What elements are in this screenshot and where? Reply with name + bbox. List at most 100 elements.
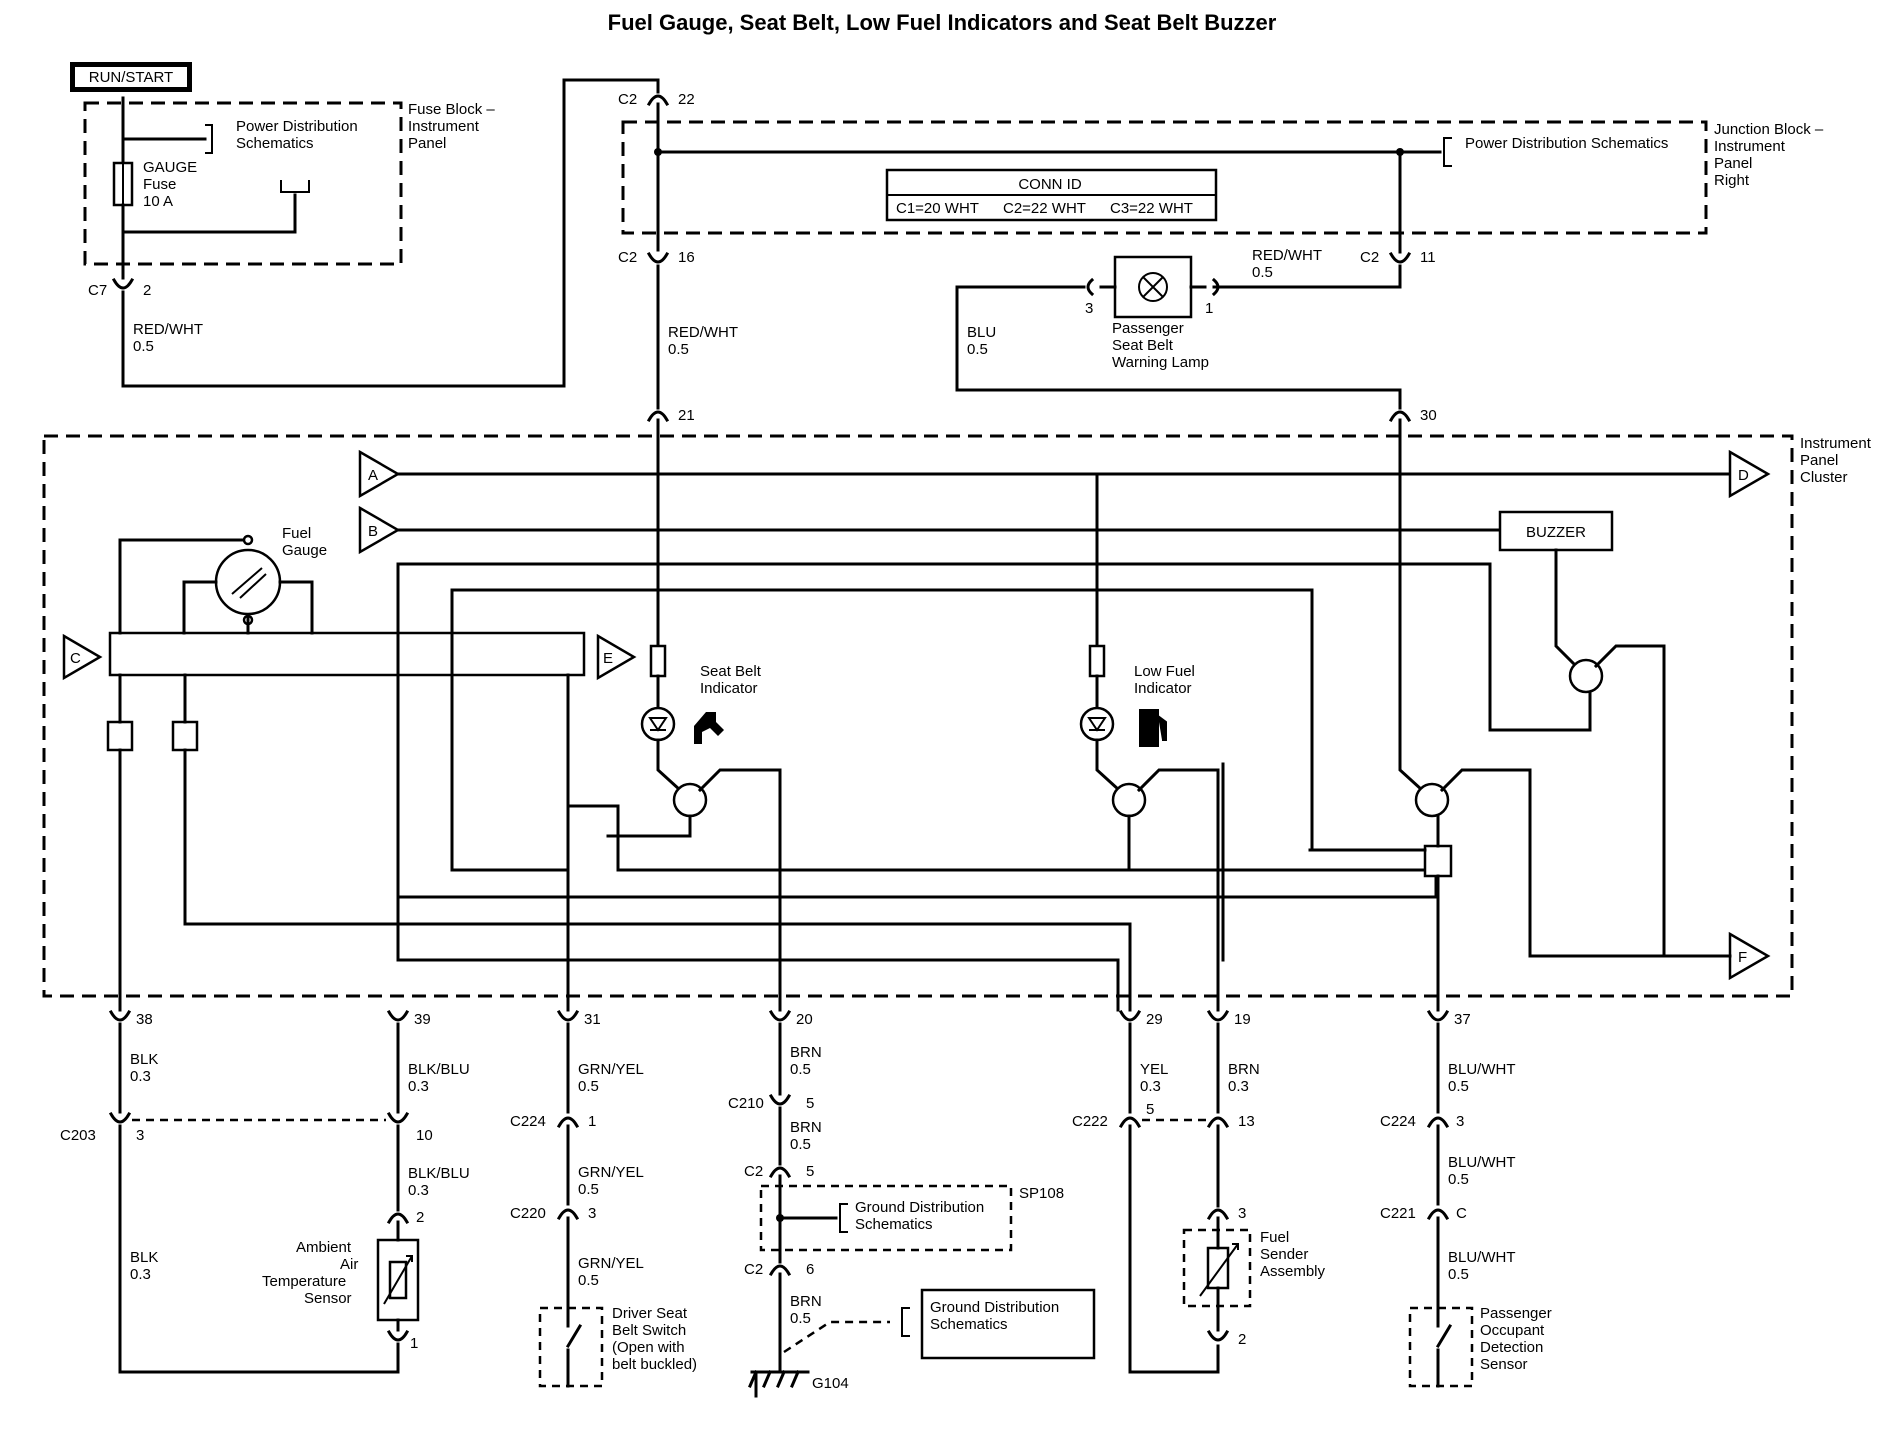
driver-switch-label: Driver Seat bbox=[612, 1305, 688, 1322]
c2-pin-22: 22 bbox=[678, 91, 695, 108]
ground-g104 bbox=[748, 1370, 810, 1398]
driver-switch-label-4: belt buckled) bbox=[612, 1356, 697, 1373]
wire-19-color: BRN bbox=[1228, 1061, 1260, 1078]
pin-19: 19 bbox=[1207, 1010, 1251, 1028]
buzzer-transistor bbox=[1568, 658, 1604, 694]
wire-31-color: GRN/YEL bbox=[578, 1061, 644, 1078]
wire-37b-size: 0.5 bbox=[1448, 1171, 1469, 1188]
ambient-label-3: Temperature bbox=[262, 1273, 346, 1290]
c2-pin-16: 16 bbox=[678, 249, 695, 266]
passenger-occupant-sensor bbox=[1408, 1306, 1474, 1388]
wire-29-size: 0.3 bbox=[1140, 1078, 1161, 1095]
c222-pin-5: 5 bbox=[1146, 1101, 1154, 1118]
power-dist-label-2: Schematics bbox=[236, 135, 314, 152]
seatbelt-resistor bbox=[649, 644, 667, 678]
ref-c: C bbox=[62, 633, 103, 681]
c222-label: C222 bbox=[1072, 1113, 1108, 1130]
wire-38b-size: 0.3 bbox=[130, 1266, 151, 1283]
junction-block-label: Junction Block – bbox=[1714, 121, 1824, 138]
lowfuel-resistor bbox=[1088, 644, 1106, 678]
wire-31b-color: GRN/YEL bbox=[578, 1164, 644, 1181]
lamp-label-3: Warning Lamp bbox=[1112, 354, 1209, 371]
wire-31-size: 0.5 bbox=[578, 1078, 599, 1095]
fuse-block-label-3: Panel bbox=[408, 135, 446, 152]
wire-37c-color: BLU/WHT bbox=[1448, 1249, 1516, 1266]
wire-31c-color: GRN/YEL bbox=[578, 1255, 644, 1272]
fuse-label-3: 10 A bbox=[143, 193, 173, 210]
lowfuel-led bbox=[1079, 706, 1115, 742]
svg-text:C: C bbox=[70, 650, 81, 667]
c2-label-11: C2 bbox=[1360, 249, 1379, 266]
pin-38: 38 bbox=[109, 1010, 153, 1028]
junction-block-label-3: Panel bbox=[1714, 155, 1752, 172]
wire-38b-color: BLK bbox=[130, 1249, 158, 1266]
svg-text:D: D bbox=[1738, 467, 1749, 484]
jb-power-dist-label: Power Distribution Schematics bbox=[1465, 135, 1668, 152]
cluster-pin-30: 30 bbox=[1420, 407, 1437, 424]
seatbelt-indicator-label-2: Indicator bbox=[700, 680, 758, 697]
wire-redwht-2: RED/WHT bbox=[668, 324, 738, 341]
ambient-label: Ambient bbox=[296, 1239, 352, 1256]
lamp-label-2: Seat Belt bbox=[1112, 337, 1174, 354]
wire-20c-color: BRN bbox=[790, 1293, 822, 1310]
c203-label: C203 bbox=[60, 1127, 96, 1144]
pods-label-3: Detection bbox=[1480, 1339, 1543, 1356]
wire-blu: BLU bbox=[967, 324, 996, 341]
driver-seat-belt-switch bbox=[538, 1306, 604, 1388]
c220-label: C220 bbox=[510, 1205, 546, 1222]
svg-text:19: 19 bbox=[1234, 1011, 1251, 1028]
svg-text:31: 31 bbox=[584, 1011, 601, 1028]
svg-text:37: 37 bbox=[1454, 1011, 1471, 1028]
junction-block-outline bbox=[621, 120, 1708, 235]
conn-id-c2: C2=22 WHT bbox=[1003, 200, 1086, 217]
pin-37: 37 bbox=[1427, 1010, 1471, 1028]
wire-39b-color: BLK/BLU bbox=[408, 1165, 470, 1182]
svg-text:39: 39 bbox=[414, 1011, 431, 1028]
c224-pin-1: 1 bbox=[588, 1113, 596, 1130]
ref-f: F bbox=[1728, 931, 1771, 981]
fuel-gauge-label: Fuel bbox=[282, 525, 311, 542]
c210-pin-5: 5 bbox=[806, 1095, 814, 1112]
lamp-pin-3: 3 bbox=[1085, 300, 1093, 317]
passenger-transistor bbox=[1414, 782, 1450, 818]
wire-size-1: 0.5 bbox=[133, 338, 154, 355]
pin-39: 39 bbox=[387, 1010, 431, 1028]
pin-20: 20 bbox=[769, 1010, 813, 1028]
wire-20-color: BRN bbox=[790, 1044, 822, 1061]
seatbelt-indicator-label: Seat Belt bbox=[700, 663, 762, 680]
c221-pin-c: C bbox=[1456, 1205, 1467, 1222]
c221-label: C221 bbox=[1380, 1205, 1416, 1222]
driver-switch-label-3: (Open with bbox=[612, 1339, 685, 1356]
c224-pin-3: 3 bbox=[1456, 1113, 1464, 1130]
fuel-sender-label-3: Assembly bbox=[1260, 1263, 1326, 1280]
wire-size-3: 0.5 bbox=[1252, 264, 1273, 281]
c222-pin-13: 13 bbox=[1238, 1113, 1255, 1130]
c7-pin-2: 2 bbox=[143, 282, 151, 299]
svg-text:B: B bbox=[368, 523, 378, 540]
sp108-label: SP108 bbox=[1019, 1185, 1064, 1202]
buzzer-label: BUZZER bbox=[1526, 524, 1586, 541]
seatbelt-icon bbox=[694, 712, 724, 744]
svg-text:F: F bbox=[1738, 949, 1747, 966]
fuse-label-2: Fuse bbox=[143, 176, 176, 193]
sender-pin-2: 2 bbox=[1238, 1331, 1246, 1348]
ground-dist-label-1: Ground Distribution bbox=[855, 1199, 984, 1216]
junction-block-label-4: Right bbox=[1714, 172, 1750, 189]
c224-label-2: C224 bbox=[1380, 1113, 1416, 1130]
junction-block-label-2: Instrument bbox=[1714, 138, 1786, 155]
fuse-block-label-2: Instrument bbox=[408, 118, 480, 135]
wire-29-color: YEL bbox=[1140, 1061, 1168, 1078]
conn-id-header: CONN ID bbox=[1018, 176, 1082, 193]
fuel-sender-label: Fuel bbox=[1260, 1229, 1289, 1246]
ground-dist-box-2 bbox=[920, 1288, 1096, 1360]
wire-37-color: BLU/WHT bbox=[1448, 1061, 1516, 1078]
wire-20c-size: 0.5 bbox=[790, 1310, 811, 1327]
c224-label-1: C224 bbox=[510, 1113, 546, 1130]
fuel-gauge-label-2: Gauge bbox=[282, 542, 327, 559]
wire-38-color: BLK bbox=[130, 1051, 158, 1068]
cluster-label-3: Cluster bbox=[1800, 469, 1848, 486]
cluster-label-2: Panel bbox=[1800, 452, 1838, 469]
power-dist-label: Power Distribution bbox=[236, 118, 358, 135]
ref-b: B bbox=[358, 505, 401, 555]
wire-19-size: 0.3 bbox=[1228, 1078, 1249, 1095]
